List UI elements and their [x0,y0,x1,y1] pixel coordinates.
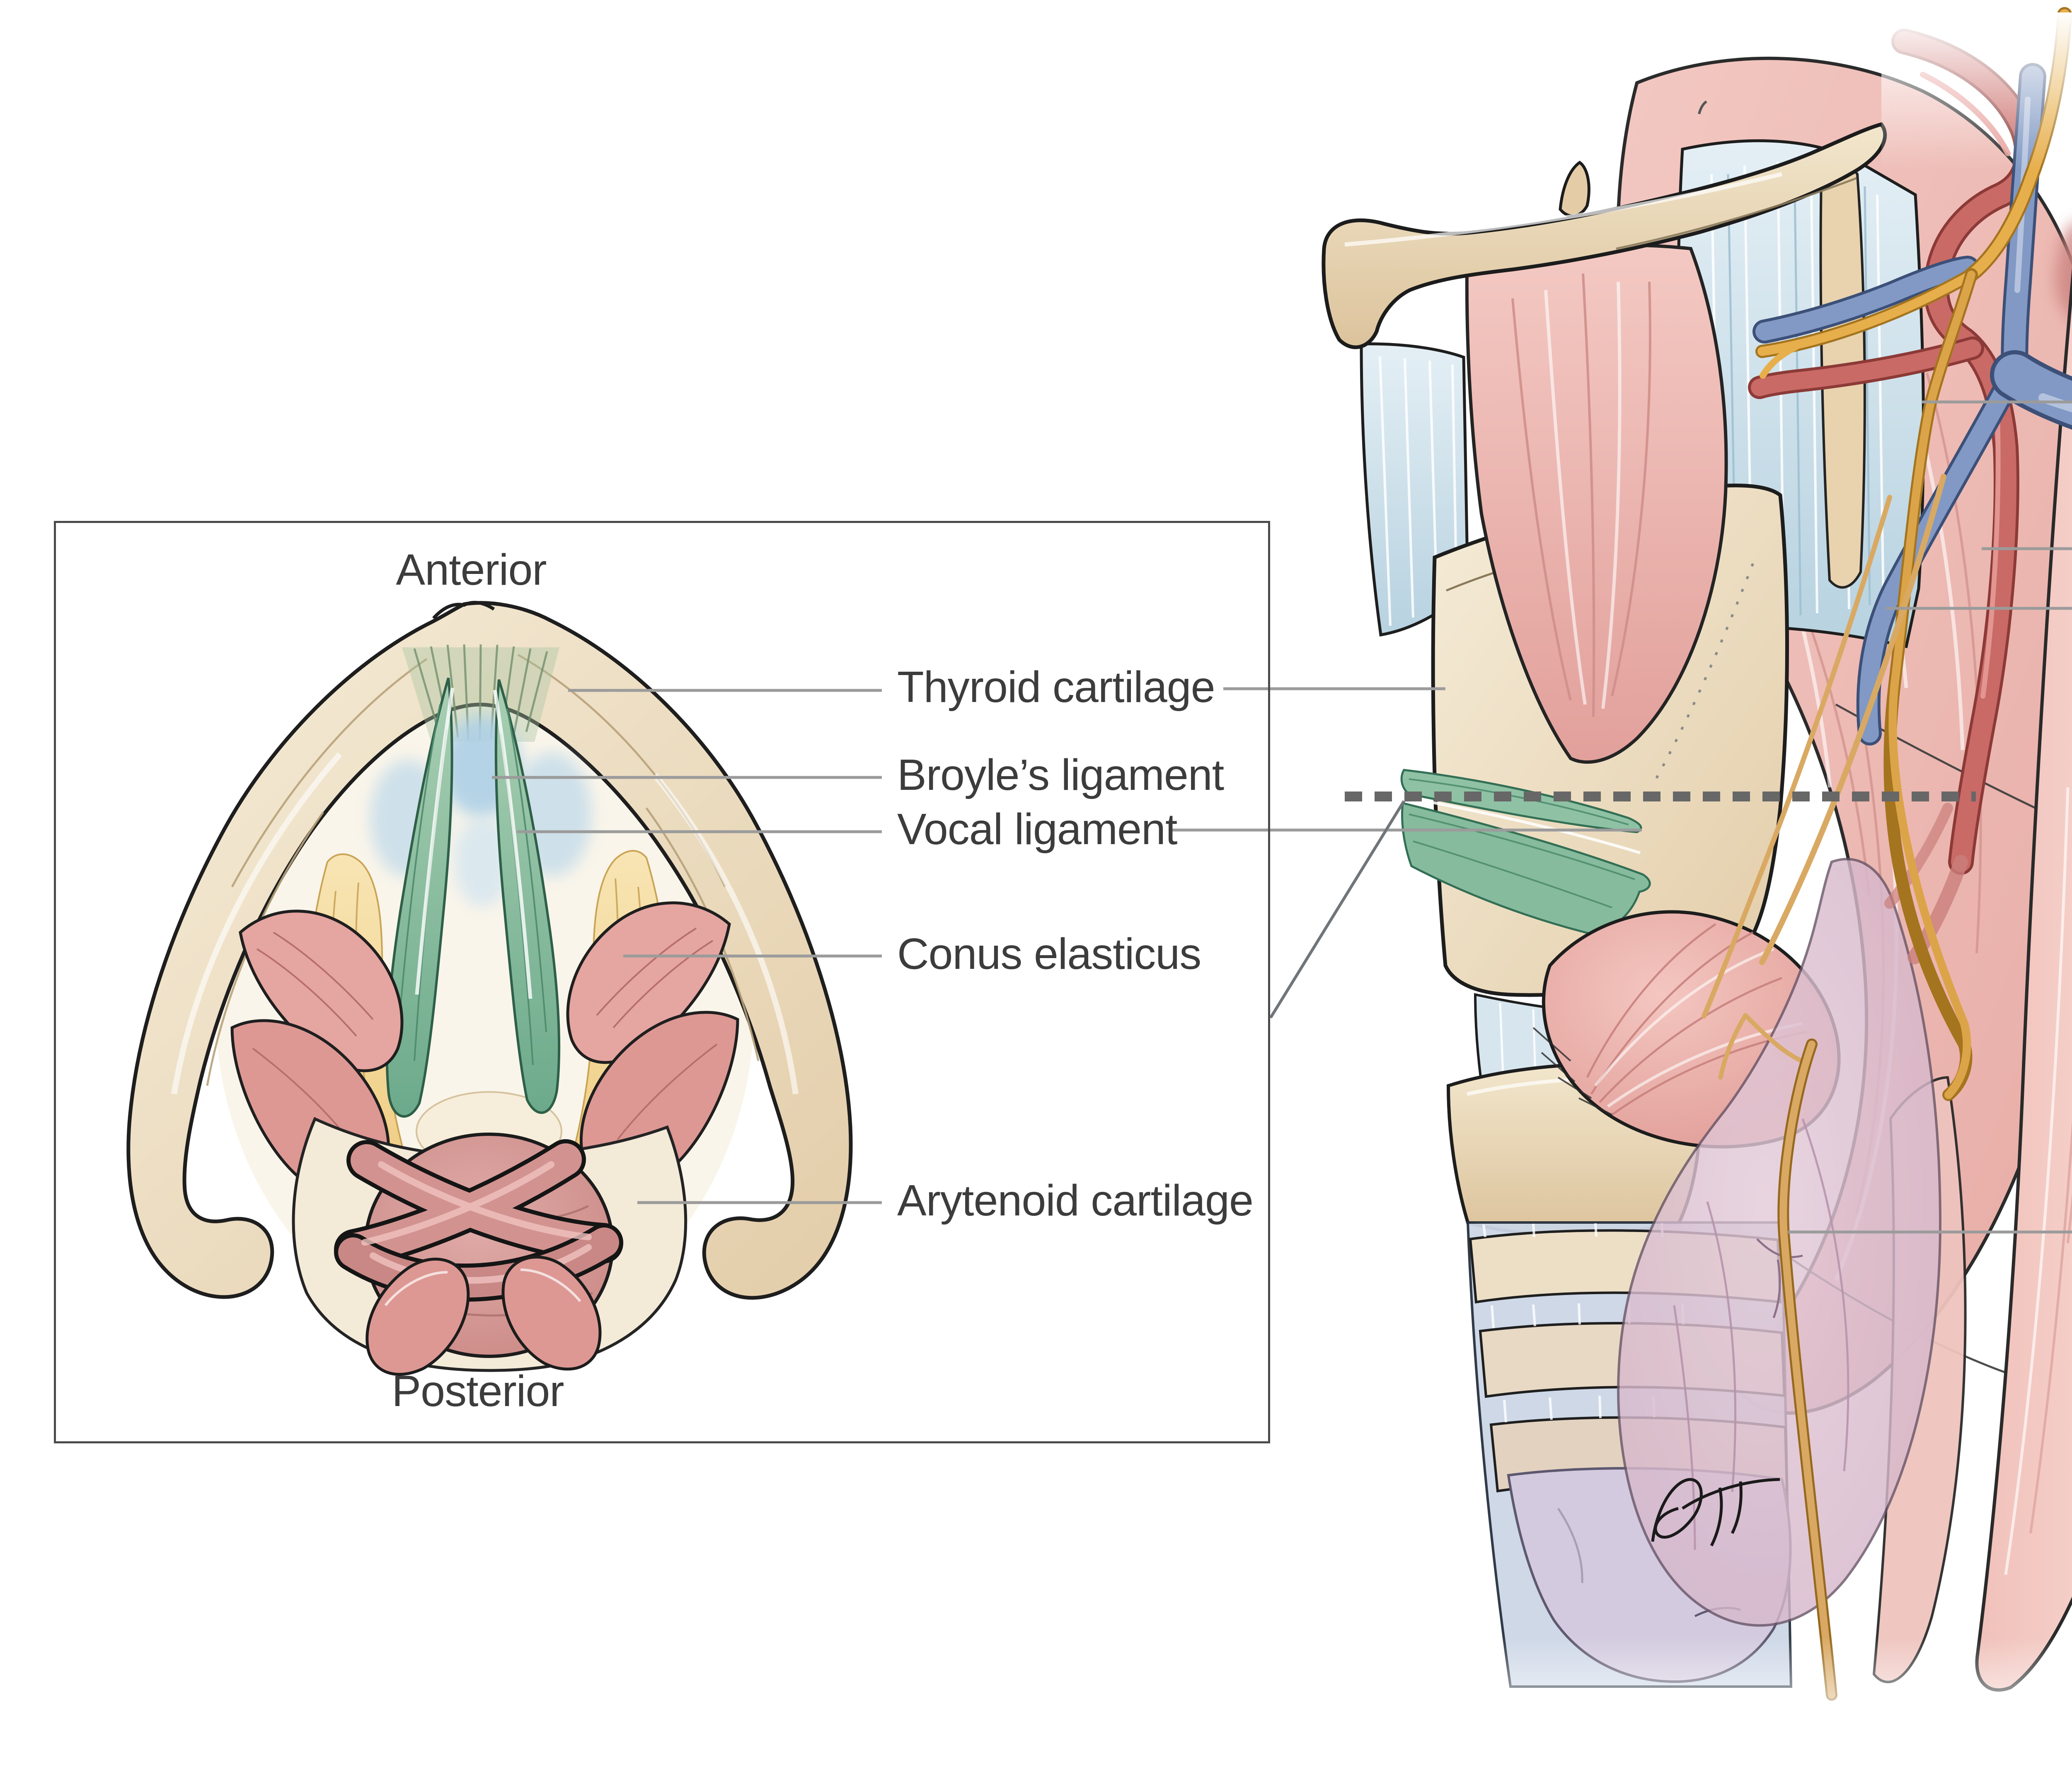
lateral-larynx-illustration [1322,7,2072,1745]
annotation-lines [492,400,2072,1234]
nerve-branches [1702,7,2072,1701]
section-plane-connector [1269,800,1405,1019]
posterior-cricoarytenoid-muscles [366,1255,602,1376]
artist-signature [1651,1478,1780,1547]
label-thyroid-cartilage: Thyroid cartilage [897,663,1215,712]
label-broyles-ligament: Broyle’s ligament [897,750,1224,800]
hyoid-lesser-cornu [1559,160,1590,218]
vein-branches [1752,63,2072,746]
deep-vessel-shadow [2055,224,2072,319]
label-vocal-ligament: Vocal ligament [897,805,1177,854]
inset-box [54,521,1270,1443]
orientation-label-anterior: Anterior [396,545,547,595]
label-arytenoid-cartilage: Arytenoid cartilage [897,1176,1254,1225]
thyrohyoid-muscle [1465,243,1728,764]
top-fade [1881,12,2072,170]
interarytenoid-muscles [334,1133,623,1358]
axial-larynx-inset [126,601,853,1376]
orientation-label-posterior: Posterior [392,1367,564,1416]
stray-mark [1698,100,1707,114]
bottom-fade [1430,1637,2072,1745]
vocal-ligaments-axial [385,678,561,1118]
label-conus-elasticus: Conus elasticus [897,930,1201,979]
vocal-ligament-window [1400,769,1651,936]
